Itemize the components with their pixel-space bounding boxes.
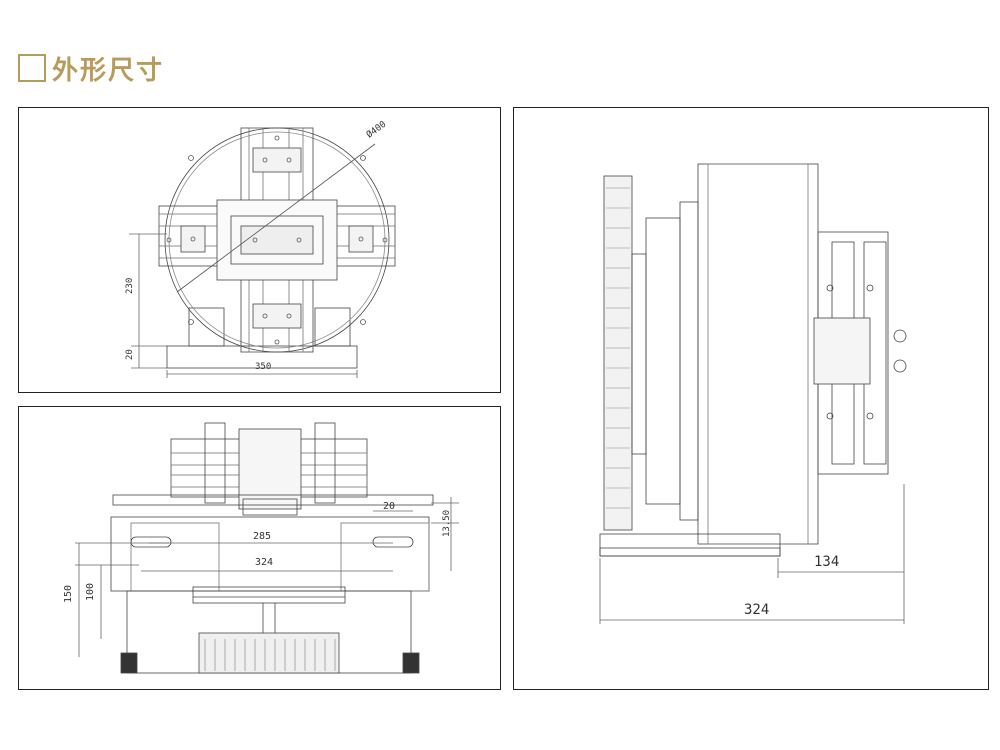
dim-100: 100 [85, 583, 96, 601]
dim-134: 134 [814, 554, 839, 570]
width-label: 350 [255, 362, 271, 372]
front-view-drawing: Ø400 230 20 350 [125, 119, 396, 378]
checkbox-icon [18, 54, 46, 82]
side-view-panel: 134 324 [513, 107, 989, 690]
top-view-drawing: 285 324 20 13.50 150 100 [63, 422, 459, 674]
section-header: 外形尺寸 [18, 48, 164, 88]
diameter-label: Ø400 [364, 119, 388, 141]
dim-324-top: 324 [255, 557, 273, 568]
dim-324-side: 324 [744, 602, 769, 618]
front-view-panel: Ø400 230 20 350 [18, 107, 501, 393]
dim-285: 285 [253, 531, 271, 542]
dim-150: 150 [63, 585, 74, 603]
height-label: 230 [125, 278, 135, 294]
section-title: 外形尺寸 [52, 55, 165, 86]
dim-20: 20 [383, 501, 395, 512]
base-height-label: 20 [125, 349, 135, 360]
side-view-drawing: 134 324 [599, 163, 907, 624]
top-view-panel: 285 324 20 13.50 150 100 [18, 406, 501, 690]
dim-13-50: 13.50 [442, 510, 452, 537]
